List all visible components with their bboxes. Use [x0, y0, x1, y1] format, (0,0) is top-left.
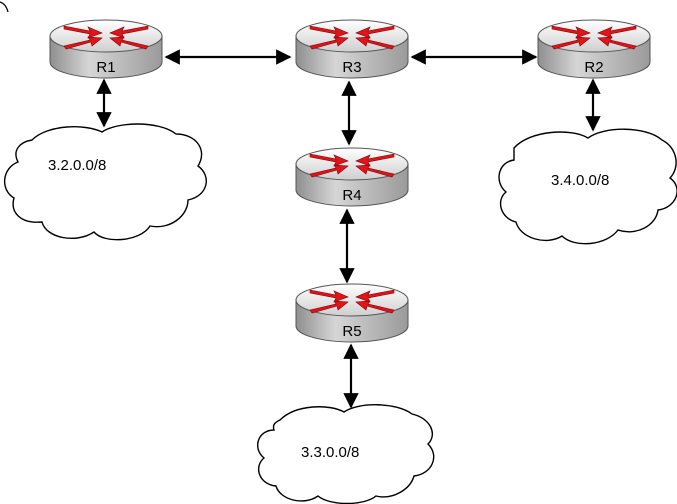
- router-r2-label: R2: [584, 59, 603, 76]
- router-r5-label: R5: [342, 323, 361, 340]
- router-r4-label: R4: [342, 187, 361, 204]
- network-1-label: 3.2.0.0/8: [48, 157, 106, 174]
- cloud-network-3: [256, 404, 435, 504]
- router-r3-label: R3: [342, 59, 361, 76]
- cloud-network-1: [4, 123, 207, 241]
- cloud-network-2: [498, 128, 677, 245]
- edge-mark: [0, 1, 9, 13]
- router-r1-label: R1: [96, 59, 115, 76]
- network-2-label: 3.4.0.0/8: [551, 172, 609, 189]
- network-3-label: 3.3.0.0/8: [301, 444, 359, 461]
